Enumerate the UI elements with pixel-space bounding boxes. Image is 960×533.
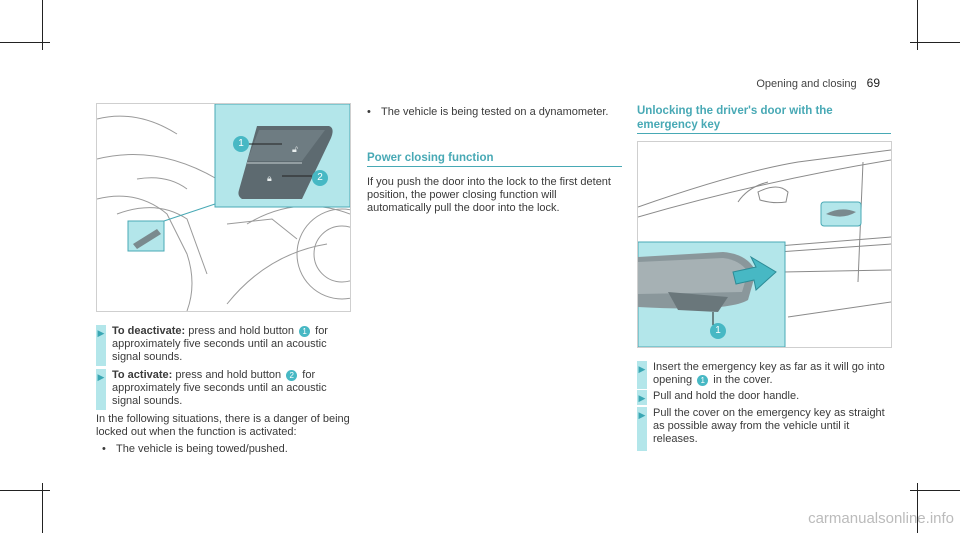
figure-badge-1: 1	[233, 136, 249, 152]
step-arrow-icon: ▶	[638, 364, 646, 374]
step-text: Pull and hold the door handle.	[653, 390, 800, 402]
heading-rule	[637, 133, 891, 134]
crop-mark	[910, 42, 960, 43]
step-arrow-icon: ▶	[97, 328, 105, 338]
figure-badge-1: 1	[710, 323, 726, 339]
step-text: Pull the cover on the emergency key as s…	[653, 407, 885, 445]
step-pull-handle: ▶ Pull and hold the door handle.	[637, 390, 892, 405]
step-text: Insert the emergency key as far as it wi…	[653, 361, 892, 387]
crop-mark	[917, 483, 918, 533]
bullet-dot: •	[102, 443, 106, 455]
door-switch-illustration: 🔓︎ 🔒︎	[97, 104, 350, 311]
crop-mark	[917, 0, 918, 50]
step-highlight	[96, 369, 106, 410]
opening-badge-1: 1	[697, 374, 709, 386]
step-insert-key: ▶ Insert the emergency key as far as it …	[637, 361, 892, 389]
step-highlight	[96, 325, 106, 366]
step-text: To activate: press and hold button 2 for…	[112, 369, 356, 408]
bullet-dot: •	[367, 106, 371, 118]
bullet-text: The vehicle is being towed/pushed.	[116, 443, 288, 455]
step-text-part: press and hold button	[185, 325, 298, 337]
step-arrow-icon: ▶	[638, 410, 646, 420]
step-text-part: press and hold button	[172, 369, 285, 381]
step-text-part: for approximately five seconds until an …	[112, 369, 327, 407]
heading-rule	[367, 166, 622, 167]
button-badge-1: 1	[299, 325, 311, 337]
section-title: Opening and closing	[756, 78, 857, 90]
section-heading-power-closing: Power closing function	[367, 152, 494, 164]
figure-badge-2: 2	[312, 170, 328, 186]
step-pull-cover: ▶ Pull the cover on the emergency key as…	[637, 407, 892, 451]
button-badge-2: 2	[286, 369, 298, 381]
watermark: carmanualsonline.info	[808, 510, 954, 527]
door-handle-illustration	[638, 149, 891, 347]
door-switch-figure: 🔓︎ 🔒︎ 1 2	[96, 103, 351, 312]
bullet-dynamometer: • The vehicle is being tested on a dynamo…	[367, 106, 617, 119]
bullet-text: The vehicle is being tested on a dynamom…	[381, 106, 609, 118]
crop-mark	[910, 490, 960, 491]
step-lead: To activate:	[112, 369, 173, 381]
step-lead: To deactivate:	[112, 325, 186, 337]
danger-paragraph: In the following situations, there is a …	[96, 413, 350, 438]
step-highlight	[637, 407, 647, 451]
step-text-part: in the cover.	[710, 374, 773, 386]
crop-mark	[42, 0, 43, 50]
page-header: Opening and closing 69	[756, 76, 880, 90]
step-text-part: for approximately five seconds until an …	[112, 325, 328, 363]
step-arrow-icon: ▶	[97, 372, 105, 382]
step-text-part: Insert the emergency key as far as it wi…	[653, 361, 885, 386]
svg-text:🔓︎: 🔓︎	[292, 145, 298, 155]
crop-mark	[0, 490, 50, 491]
step-text: To deactivate: press and hold button 1 f…	[112, 325, 356, 364]
power-closing-paragraph: If you push the door into the lock to th…	[367, 176, 611, 214]
section-heading-emergency-key: Unlocking the driver's door with the eme…	[637, 105, 833, 131]
step-highlight	[637, 390, 647, 405]
svg-text:🔒︎: 🔒︎	[267, 174, 272, 184]
step-deactivate: ▶ To deactivate: press and hold button 1…	[96, 325, 356, 366]
step-highlight	[637, 361, 647, 389]
bullet-towed: • The vehicle is being towed/pushed.	[102, 443, 352, 456]
crop-mark	[0, 42, 50, 43]
door-handle-figure: 1	[637, 141, 892, 348]
page-number: 69	[866, 76, 880, 90]
crop-mark	[42, 483, 43, 533]
step-activate: ▶ To activate: press and hold button 2 f…	[96, 369, 356, 410]
step-arrow-icon: ▶	[638, 393, 646, 403]
